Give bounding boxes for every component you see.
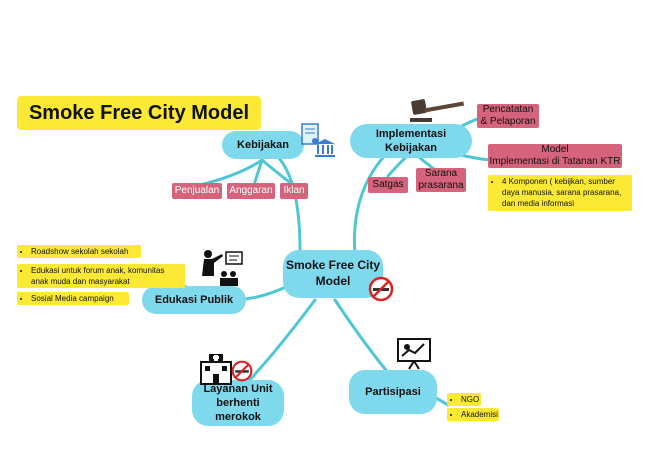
note-edukasi-forum: Edukasi untuk forum anak, komunitas anak… — [17, 264, 185, 288]
no-smoking-icon — [368, 276, 394, 302]
note-komponen: 4 Komponen ( kebijkan, sumber daya manus… — [502, 177, 628, 209]
tag-model: Model Implementasi di Tatanan KTR — [488, 143, 622, 168]
no-smoking-icon-2 — [231, 360, 253, 382]
note-implementasi: 4 Komponen ( kebijkan, sumber daya manus… — [488, 175, 632, 211]
note-akademisi: Akademisi — [447, 408, 499, 421]
line-kebijakan-sub3 — [260, 158, 294, 186]
note-ngo: NGO — [447, 393, 481, 406]
tag-penjualan: Penjualan — [172, 183, 222, 199]
line-to-kebijakan — [268, 148, 302, 252]
note-sosmed: Sosial Media campaign — [17, 292, 129, 305]
teacher-icon — [202, 250, 243, 286]
page-title: Smoke Free City Model — [17, 96, 261, 130]
node-implementasi: Implementasi Kebijakan — [350, 124, 472, 158]
tag-satgas: Satgas — [368, 177, 408, 193]
certificate-icon — [301, 123, 319, 145]
line-impl-sub3 — [386, 156, 407, 178]
note-roadshow: Roadshow sekolah sekolah — [17, 245, 141, 258]
building-icon — [315, 139, 335, 157]
hospital-icon — [200, 354, 232, 385]
line-to-partisipasi — [333, 298, 392, 377]
gavel-icon — [410, 99, 465, 122]
center-node: Smoke Free City Model — [283, 250, 383, 298]
node-partisipasi: Partisipasi — [349, 370, 437, 414]
node-edukasi: Edukasi Publik — [142, 286, 246, 314]
presentation-icon — [397, 338, 431, 370]
line-kebijakan-sub2 — [198, 158, 264, 187]
tag-anggaran: Anggaran — [227, 183, 275, 199]
tag-pencatatan: Pencatatan & Pelaporan — [477, 104, 539, 128]
tag-sarana: Sarana prasarana — [416, 168, 466, 192]
node-layanan: Layanan Unit berhenti merokok — [192, 380, 284, 426]
node-kebijakan: Kebijakan — [222, 131, 304, 159]
line-to-implementasi — [352, 148, 392, 257]
tag-iklan: Iklan — [280, 183, 308, 199]
